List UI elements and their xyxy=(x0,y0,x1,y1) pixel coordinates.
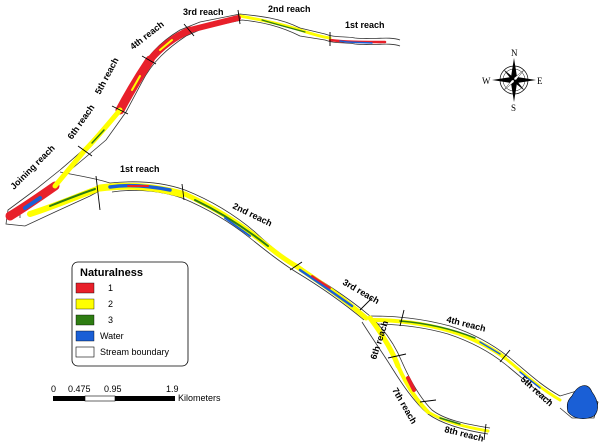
legend-title: Naturalness xyxy=(80,267,143,279)
reservoir-water xyxy=(566,385,598,419)
compass-rose: N S E W xyxy=(482,48,543,113)
upper-reach-label-6: 6th reach xyxy=(65,103,96,142)
upper-reach-label-1: 1st reach xyxy=(345,20,385,30)
legend-frame xyxy=(71,261,189,367)
legend-swatch-boundary xyxy=(75,346,95,358)
legend: Naturalness 1 2 3 Water Stream boundary xyxy=(71,261,189,367)
compass-north: N xyxy=(511,48,518,58)
reach-dividers xyxy=(77,9,511,441)
legend-swatch-3 xyxy=(75,314,95,326)
legend-label-1: 1 xyxy=(108,283,113,293)
lower-reach-label-1: 1st reach xyxy=(120,164,160,174)
scale-bar: 0 0.475 0.95 1.9 Kilometers xyxy=(51,384,221,403)
scale-segment-3 xyxy=(115,396,175,401)
legend-label-2: 2 xyxy=(108,299,113,309)
upper-reach-label-3: 3rd reach xyxy=(183,7,224,17)
upper-reach-label-joining: Joining reach xyxy=(8,143,56,191)
compass-south: S xyxy=(511,103,516,113)
stream-boundaries xyxy=(5,13,599,435)
legend-label-boundary: Stream boundary xyxy=(100,347,170,357)
compass-east: E xyxy=(537,76,543,86)
scale-tick-2: 0.95 xyxy=(104,384,122,394)
legend-label-3: 3 xyxy=(108,315,113,325)
compass-west: W xyxy=(482,76,491,86)
scale-tick-3: 1.9 xyxy=(166,384,179,394)
upper-reach-labels: 1st reach 2nd reach 3rd reach 4th reach … xyxy=(8,4,384,191)
scale-tick-0: 0 xyxy=(51,384,56,394)
legend-label-water: Water xyxy=(100,331,124,341)
legend-swatch-2 xyxy=(75,298,95,310)
scale-unit: Kilometers xyxy=(178,393,221,403)
legend-swatch-1 xyxy=(75,282,95,294)
scale-segment-1 xyxy=(53,396,85,401)
legend-swatch-water xyxy=(75,330,95,342)
scale-segment-2 xyxy=(84,395,116,402)
lower-reach-label-7: 7th reach xyxy=(390,386,419,426)
scale-tick-1: 0.475 xyxy=(68,384,91,394)
naturalness-fill xyxy=(5,14,562,433)
upper-reach-label-2: 2nd reach xyxy=(268,4,311,14)
lower-reach-label-5: 5th reach xyxy=(519,374,555,408)
upper-reach-label-5: 5th reach xyxy=(93,56,121,96)
